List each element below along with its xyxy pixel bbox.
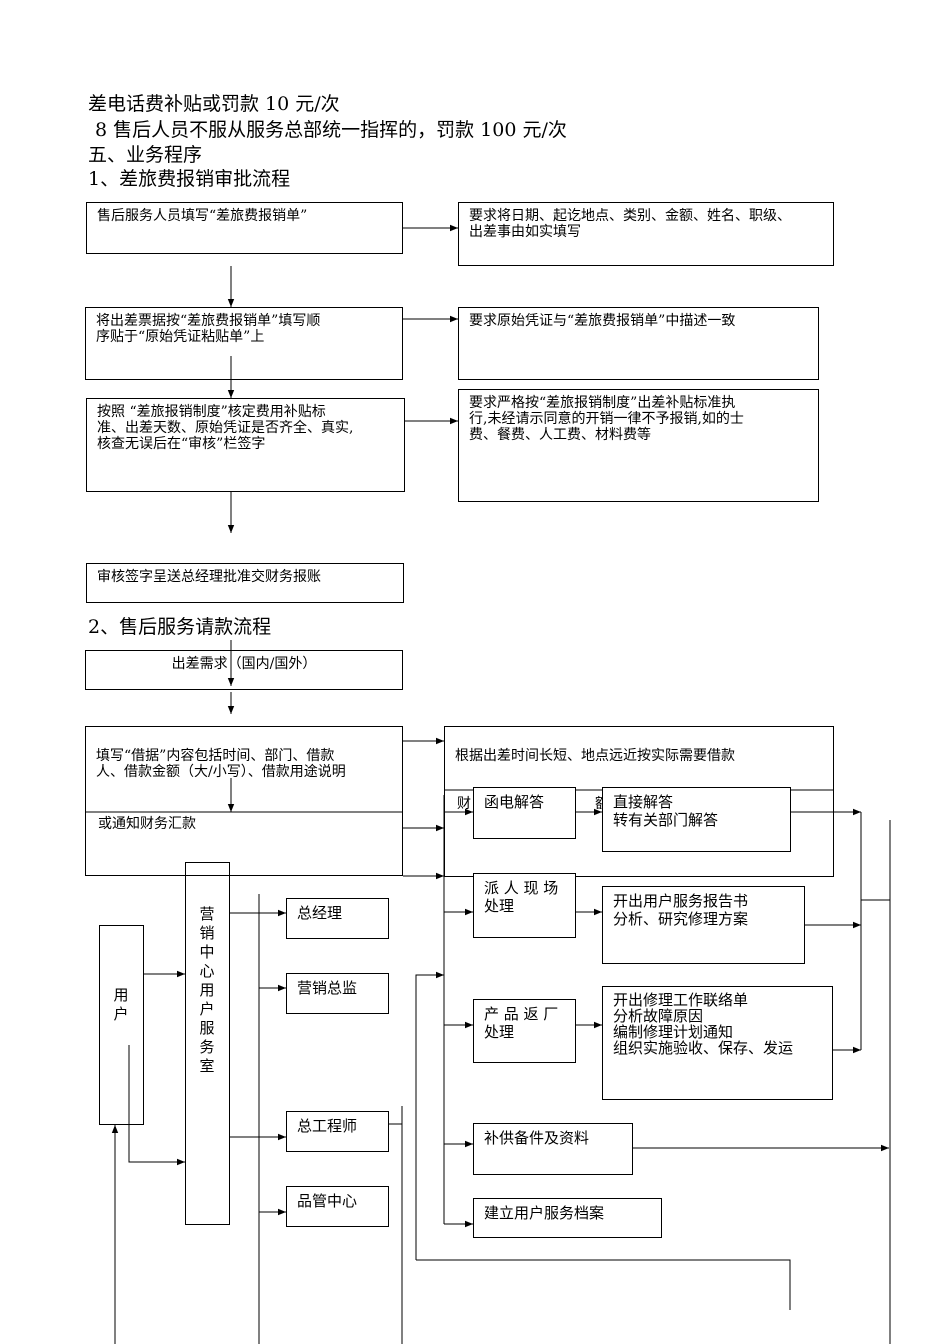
flow1-note-strict-standard: 要求严格按“差旅报销制度”出差补贴标准执 行,未经请示同意的开销一律不予报销,如… bbox=[458, 389, 819, 502]
arrow-up-to-actions bbox=[415, 971, 444, 1260]
service-return-to-factory: 产 品 返 厂 处理 bbox=[473, 999, 576, 1063]
text-line-penalty-disobey: 8 售后人员不服从服务总部统一指挥的，罚款 100 元/次 bbox=[95, 119, 567, 141]
service-customer-archive: 建立用户服务档案 bbox=[473, 1198, 662, 1238]
arrow-user-to-center-lower bbox=[128, 1045, 185, 1166]
flow1-step-audit-sign: 按照 “差旅报销制度”核定费用补贴标 准、出差天数、原始凭证是否齐全、真实, 核… bbox=[86, 398, 405, 492]
service-chief-engineer: 总工程师 bbox=[286, 1111, 389, 1152]
service-user: 用户 bbox=[99, 925, 144, 1125]
service-center-label: 营销中心用户服务室 bbox=[199, 905, 215, 1075]
service-qc-center: 品管中心 bbox=[286, 1186, 389, 1227]
flow1-note-form-requirements: 要求将日期、起讫地点、类别、金额、姓名、职级、 出差事由如实填写 bbox=[458, 202, 834, 266]
flow1-step-attach-receipts: 将出差票据按“差旅费报销单”填写顺 序贴于“原始凭证粘贴单”上 bbox=[85, 307, 403, 380]
service-onsite-detail: 开出用户服务报告书 分析、研究修理方案 bbox=[602, 886, 805, 964]
flow2-step-fill-iou: 填写“借据”内容包括时间、部门、借款 人、借款金额（大/小写）、借款用途说明 或… bbox=[85, 726, 403, 876]
flow2-step-fill-iou-text: 填写“借据”内容包括时间、部门、借款 人、借款金额（大/小写）、借款用途说明 bbox=[96, 748, 346, 780]
flow2-note-borrow-by-need-text: 根据出差时间长短、地点远近按实际需要借款 bbox=[455, 748, 735, 764]
service-onsite: 派 人 现 场 处理 bbox=[473, 873, 576, 938]
flow2-step-travel-demand: 出差需求（国内/国外） bbox=[85, 650, 403, 690]
service-return-detail: 开出修理工作联络单 分析故障原因 编制修理计划通知 组织实施验收、保存、发运 bbox=[602, 986, 833, 1100]
line-bottom-loop bbox=[416, 1259, 791, 1310]
service-general-manager: 总经理 bbox=[286, 898, 389, 939]
service-center: 营销中心用户服务室 bbox=[185, 862, 230, 1225]
service-spare-parts: 补供备件及资料 bbox=[473, 1123, 633, 1175]
flow1-note-receipts-consistent: 要求原始凭证与“差旅费报销单”中描述一致 bbox=[458, 307, 819, 380]
service-sales-director: 营销总监 bbox=[286, 973, 389, 1014]
text-line-penalty-phone: 差电话费补贴或罚款 10 元/次 bbox=[88, 93, 340, 115]
service-user-label: 用户 bbox=[113, 986, 129, 1023]
flow2-step-notify-finance: 或通知财务汇款 bbox=[98, 816, 196, 832]
subheading-after-sales-request-flow: 2、售后服务请款流程 bbox=[88, 616, 272, 638]
flow2-note-partial-left: 财 bbox=[457, 796, 471, 812]
service-phone-answer: 函电解答 bbox=[473, 787, 576, 839]
subheading-travel-expense-flow: 1、差旅费报销审批流程 bbox=[88, 168, 291, 190]
service-phone-answer-detail: 直接解答 转有关部门解答 bbox=[602, 787, 791, 852]
section-heading-business-procedure: 五、业务程序 bbox=[88, 144, 203, 166]
flow1-step-submit-approval: 审核签字呈送总经理批准交财务报账 bbox=[86, 563, 404, 603]
flow1-step-fill-form: 售后服务人员填写“差旅费报销单” bbox=[86, 202, 403, 254]
